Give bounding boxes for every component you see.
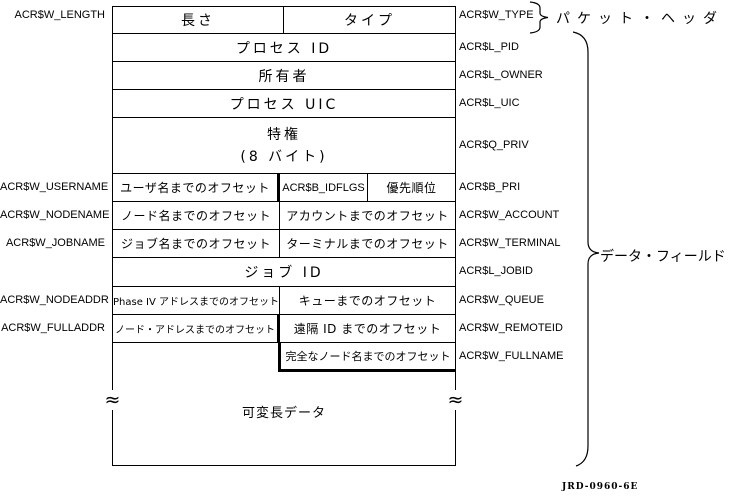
row-privileges: 特権 (8 バイト) xyxy=(112,117,456,174)
cell-phase4-offset: Phase IV アドレスまでのオフセット xyxy=(113,297,280,308)
row-length-type: 長さ タイプ xyxy=(112,6,456,34)
label-acr-w-username: ACR$W_USERNAME xyxy=(0,181,109,193)
label-acr-w-terminal: ACR$W_TERMINAL xyxy=(459,237,561,249)
cell-fullname-offset: 完全なノード名までのオフセット xyxy=(285,350,451,363)
label-acr-w-length: ACR$W_LENGTH xyxy=(14,9,105,21)
figure-number: JRD-0960-6E xyxy=(562,482,639,492)
cell-queue-offset: キューまでのオフセット xyxy=(279,287,455,314)
label-acr-q-priv: ACR$Q_PRIV xyxy=(459,139,529,151)
data-fields-label: データ・フィールド xyxy=(600,249,726,265)
packet-header-label: パケット・ヘッダ xyxy=(556,11,724,27)
row-jobname: ジョブ名までのオフセット ターミナルまでのオフセット xyxy=(112,229,456,258)
cell-owner: 所有者 xyxy=(258,68,310,85)
row-job-id: ジョブ ID xyxy=(112,257,456,287)
cell-account-offset: アカウントまでのオフセット xyxy=(279,202,455,229)
cell-terminal-offset: ターミナルまでのオフセット xyxy=(279,230,455,257)
row-username: ユーザ名までのオフセット ACR$B_IDFLGS 優先順位 xyxy=(112,173,456,202)
label-acr-w-jobname: ACR$W_JOBNAME xyxy=(5,237,105,249)
row-nodeaddr: Phase IV アドレスまでのオフセット キューまでのオフセット xyxy=(112,286,456,315)
label-acr-l-uic: ACR$L_UIC xyxy=(459,97,520,109)
break-mark-icon: ≈ xyxy=(447,388,464,411)
label-acr-w-remoteid: ACR$W_REMOTEID xyxy=(459,322,563,334)
variable-data-label: 可変長データ xyxy=(241,406,326,421)
label-acr-w-type: ACR$W_TYPE xyxy=(459,9,534,21)
cell-type: タイプ xyxy=(283,7,455,33)
label-acr-l-jobid: ACR$L_JOBID xyxy=(459,265,533,277)
label-acr-w-queue: ACR$W_QUEUE xyxy=(459,294,544,306)
label-acr-b-pri: ACR$B_PRI xyxy=(459,181,521,193)
label-acr-w-fullname: ACR$W_FULLNAME xyxy=(459,350,564,362)
cell-privileges: 特権 (8 バイト) xyxy=(113,118,455,173)
cell-priority: 優先順位 xyxy=(367,174,455,201)
cell-remoteid-offset: 遠隔 ID までのオフセット xyxy=(277,315,455,342)
label-acr-w-nodeaddr: ACR$W_NODEADDR xyxy=(0,294,109,306)
label-acr-l-pid: ACR$L_PID xyxy=(459,41,519,53)
cell-idflgs: ACR$B_IDFLGS xyxy=(277,174,367,201)
cell-process-id: プロセス ID xyxy=(235,40,333,57)
row-fullname: 完全なノード名までのオフセット xyxy=(278,342,456,372)
cell-username-offset: ユーザ名までのオフセット xyxy=(120,181,270,195)
cell-nodeaddr-offset: ノード・アドレスまでのオフセット xyxy=(115,325,275,336)
row-process-uic: プロセス UIC xyxy=(112,89,456,118)
cell-nodename-offset: ノード名までのオフセット xyxy=(120,209,271,223)
cell-process-uic: プロセス UIC xyxy=(229,96,339,113)
label-acr-w-account: ACR$W_ACCOUNT xyxy=(459,209,560,221)
row-owner: 所有者 xyxy=(112,61,456,90)
row-process-id: プロセス ID xyxy=(112,33,456,62)
cell-privileges-line2: (8 バイト) xyxy=(240,148,328,165)
cell-privileges-line1: 特権 xyxy=(267,126,301,143)
label-acr-w-nodename: ACR$W_NODENAME xyxy=(0,209,110,221)
label-acr-w-fulladdr: ACR$W_FULLADDR xyxy=(1,322,105,334)
row-nodename: ノード名までのオフセット アカウントまでのオフセット xyxy=(112,201,456,230)
label-acr-l-owner: ACR$L_OWNER xyxy=(459,69,543,81)
break-mark-icon: ≈ xyxy=(104,388,121,411)
cell-jobname-offset: ジョブ名までのオフセット xyxy=(120,237,271,251)
cell-length: 長さ xyxy=(181,13,215,29)
row-fulladdr: ノード・アドレスまでのオフセット 遠隔 ID までのオフセット xyxy=(112,314,456,343)
data-fields-brace-icon xyxy=(572,31,600,467)
cell-job-id: ジョブ ID xyxy=(244,265,324,281)
packet-header-brace-icon xyxy=(529,1,549,34)
